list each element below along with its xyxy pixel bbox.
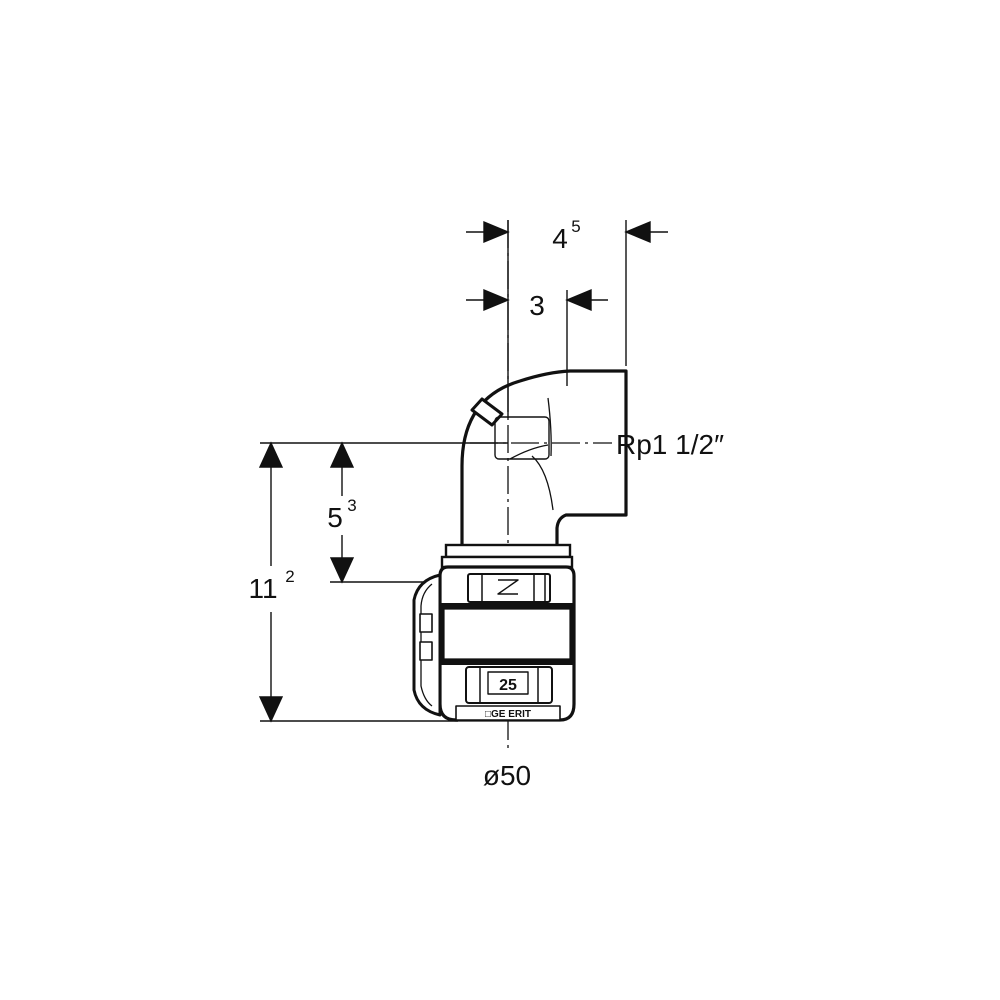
left-clip-tab-2: [419, 641, 433, 661]
size-label-box: [487, 671, 529, 695]
arrow-left-inner-down: [329, 557, 355, 584]
elbow-inner-curve: [531, 455, 554, 511]
upper-window: [467, 573, 551, 603]
brand-strip: [455, 705, 561, 721]
elbow-outer-profile: [460, 369, 628, 545]
dim-top-outer-sup: 5: [571, 217, 580, 236]
thread-port: [494, 416, 550, 460]
brand-marking: □GE ERIT: [485, 709, 531, 720]
arrow-top-outer-left: [483, 220, 510, 244]
elbow-nib: [470, 397, 504, 427]
arrow-top-inner-right: [565, 288, 592, 312]
collar-upper: [444, 543, 572, 559]
press-indicator-symbol: [497, 579, 519, 595]
dimension-arrows: [258, 220, 668, 723]
left-clip-tab-1: [419, 613, 433, 633]
dim-left-inner-sup: 3: [347, 496, 356, 515]
dim-left-inner-base: 5: [327, 502, 343, 533]
dim-top-inner: 3: [529, 290, 545, 321]
arrow-left-outer-up: [258, 441, 284, 468]
thread-port-arc: [509, 444, 549, 460]
size-marking: 25: [499, 677, 517, 694]
dim-top-outer-base: 4: [552, 223, 568, 254]
band-highlight: [443, 608, 571, 660]
arrow-left-inner-up: [329, 441, 355, 468]
dim-bottom-diameter: ø50: [483, 760, 531, 791]
press-body: [412, 565, 576, 722]
thread-label: Rp1 1/2″: [616, 429, 724, 460]
collar: [440, 543, 574, 569]
dim-left-outer-base: 11: [248, 573, 277, 604]
arrow-top-inner-left: [483, 288, 510, 312]
dim-left-outer-sup: 2: [285, 567, 294, 586]
elbow-fitting: [460, 369, 628, 545]
arrow-left-outer-down: [258, 696, 284, 723]
elbow-inner-curve-2: [547, 397, 552, 457]
arrow-top-outer-right: [624, 220, 651, 244]
